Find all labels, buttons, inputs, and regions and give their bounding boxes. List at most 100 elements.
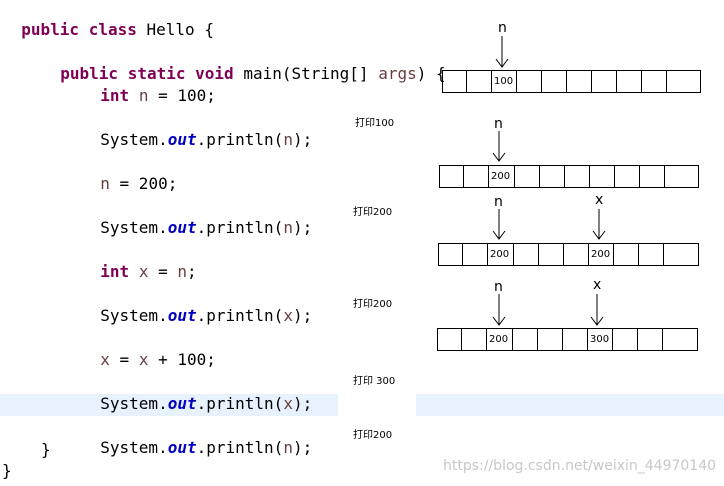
down-arrow-icon <box>592 209 606 240</box>
variable-n: n <box>283 130 293 149</box>
watermark-url: https://blog.csdn.net/weixin_44970140 <box>443 458 717 474</box>
addition-text: + 100; <box>148 350 216 369</box>
close-paren: ); <box>292 306 313 325</box>
keyword-static: static <box>127 64 186 83</box>
class-close-brace: } <box>2 461 12 480</box>
class-name: Hello { <box>146 20 214 39</box>
field-out: out <box>167 218 197 237</box>
field-out: out <box>167 438 197 457</box>
variable-x: x <box>283 394 293 413</box>
down-arrow-icon <box>492 131 506 162</box>
code-line-println-n-2: System.out.println(n); <box>81 198 312 237</box>
memory-cell <box>615 166 640 187</box>
memory-cell-x: 200 <box>589 244 614 265</box>
println-text: .println( <box>196 218 284 237</box>
close-paren: ); <box>292 218 313 237</box>
code-line-int-x: int x = n; <box>81 242 196 281</box>
keyword-class: class <box>88 20 137 39</box>
memory-cell <box>443 71 467 92</box>
code-line-println-x-1: System.out.println(x); <box>81 286 312 325</box>
close-paren: ); <box>292 130 313 149</box>
pointer-label-n: n <box>498 20 507 36</box>
semicolon: ; <box>187 262 197 281</box>
keyword-int: int <box>100 86 130 105</box>
memory-diagram-1: 100 <box>442 70 701 93</box>
println-text: .println( <box>196 438 284 457</box>
memory-cell-n: 200 <box>487 329 513 350</box>
equals-text: = <box>148 262 178 281</box>
variable-n: n <box>138 86 149 105</box>
memory-diagram-2: 200 <box>439 165 699 188</box>
memory-cell <box>464 166 489 187</box>
memory-cell-n: 200 <box>489 166 515 187</box>
annotation-print-200-c: 打印200 <box>353 430 393 441</box>
variable-n: n <box>177 262 187 281</box>
variable-x: x <box>283 306 293 325</box>
annotation-print-300: 打印 300 <box>353 376 396 387</box>
memory-cell <box>540 166 565 187</box>
println-text: .println( <box>196 130 284 149</box>
memory-cell <box>514 244 539 265</box>
variable-x: x <box>138 350 149 369</box>
memory-cell <box>567 71 592 92</box>
memory-diagram-3: 200 200 <box>438 243 699 266</box>
variable-x: x <box>100 350 110 369</box>
class-declaration: public class Hello { <box>2 0 214 39</box>
memory-cell <box>517 71 542 92</box>
memory-cell <box>663 329 698 350</box>
memory-cell <box>638 329 663 350</box>
down-arrow-icon <box>495 36 509 68</box>
memory-cell <box>664 244 699 265</box>
memory-cell <box>565 166 590 187</box>
keyword-int: int <box>100 262 130 281</box>
memory-cell <box>467 71 492 92</box>
variable-n: n <box>283 438 293 457</box>
equals-text: = <box>109 350 139 369</box>
system-text: System. <box>100 394 168 413</box>
memory-cell <box>667 71 701 92</box>
method-close-brace: } <box>41 440 51 459</box>
memory-cell <box>617 71 642 92</box>
memory-cell <box>463 244 488 265</box>
code-line-assign-n: n = 200; <box>81 154 177 193</box>
memory-cell <box>513 329 538 350</box>
memory-cell <box>564 244 589 265</box>
memory-cell <box>563 329 588 350</box>
memory-cell-n: 100 <box>492 71 517 92</box>
keyword-void: void <box>195 64 234 83</box>
memory-cell <box>542 71 567 92</box>
memory-cell <box>614 244 639 265</box>
memory-cell <box>642 71 667 92</box>
system-text: System. <box>100 218 168 237</box>
system-text: System. <box>100 438 168 457</box>
field-out: out <box>167 130 197 149</box>
annotation-print-100: 打印100 <box>355 118 395 129</box>
field-out: out <box>167 306 197 325</box>
keyword-public: public <box>21 20 80 39</box>
memory-cell <box>639 244 664 265</box>
memory-cell <box>462 329 487 350</box>
method-open-brace: ) { <box>416 64 446 83</box>
println-text: .println( <box>196 394 284 413</box>
variable-n: n <box>100 174 110 193</box>
memory-cell <box>665 166 699 187</box>
keyword-public: public <box>60 64 119 83</box>
pointer-label-n: n <box>494 279 503 295</box>
highlight-gap <box>338 393 416 417</box>
memory-cell <box>515 166 540 187</box>
down-arrow-icon <box>492 294 506 326</box>
memory-diagram-4: 200 300 <box>437 328 698 351</box>
annotation-print-200-a: 打印200 <box>353 207 393 218</box>
variable-n: n <box>283 218 293 237</box>
memory-cell <box>592 71 617 92</box>
close-paren: ); <box>292 438 313 457</box>
variable-x: x <box>138 262 149 281</box>
memory-cell <box>439 244 463 265</box>
pointer-label-x: x <box>593 277 602 293</box>
memory-cell <box>590 166 615 187</box>
memory-cell <box>438 329 462 350</box>
pointer-label-x: x <box>595 192 604 208</box>
down-arrow-icon <box>590 294 604 326</box>
pointer-label-n: n <box>494 194 503 210</box>
code-line-int-n: int n = 100; <box>81 66 216 105</box>
